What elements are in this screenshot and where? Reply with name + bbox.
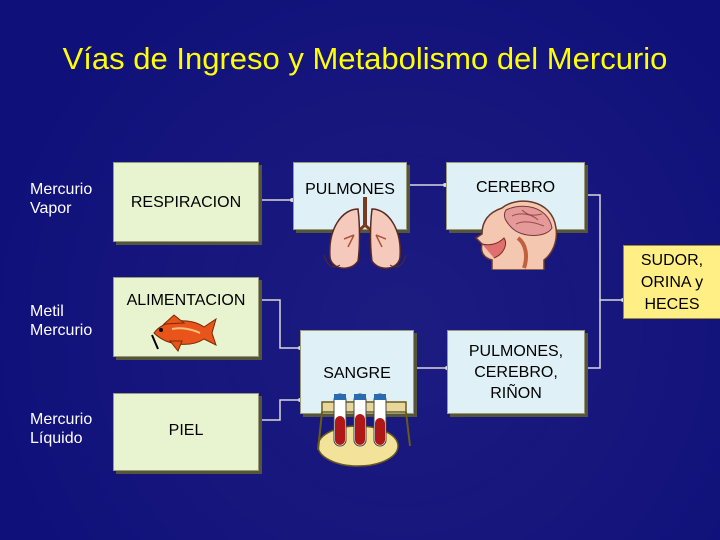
fish-icon bbox=[151, 314, 217, 352]
connector-alimentacion-sangre bbox=[258, 299, 300, 349]
respiracion-label: RESPIRACION bbox=[130, 194, 242, 211]
box-eliminacion: SUDOR, ORINA y HECES bbox=[623, 245, 720, 319]
pulmones-label: PULMONES bbox=[305, 181, 395, 198]
connector-organos-eliminacion bbox=[583, 300, 601, 369]
connector-piel-sangre bbox=[258, 399, 300, 421]
metil-mercurio-text: Metil Mercurio bbox=[30, 303, 93, 339]
piel-label: PIEL bbox=[168, 422, 204, 439]
test-tubes-icon bbox=[317, 393, 411, 467]
alimentacion-label: ALIMENTACION bbox=[126, 292, 246, 309]
eliminacion-label: SUDOR, ORINA y HECES bbox=[640, 252, 704, 313]
head-brain-icon bbox=[474, 200, 558, 270]
label-metil-mercurio: Metil Mercurio bbox=[30, 302, 110, 340]
box-respiracion: RESPIRACION bbox=[113, 162, 259, 242]
mercurio-vapor-text: Mercurio Vapor bbox=[30, 181, 93, 217]
cerebro-label: CEREBRO bbox=[475, 179, 556, 196]
pulmones-cerebro-rinon-text: PULMONES, CEREBRO, RIÑON bbox=[468, 343, 564, 402]
connector-cerebro-eliminacion bbox=[583, 194, 623, 301]
label-mercurio-liquido: Mercurio Líquido bbox=[30, 410, 110, 448]
box-pulmones-cerebro-rinon: PULMONES, CEREBRO, RIÑON bbox=[447, 330, 585, 414]
label-mercurio-vapor: Mercurio Vapor bbox=[30, 180, 110, 218]
box-piel: PIEL bbox=[113, 393, 259, 471]
sangre-label: SANGRE bbox=[323, 365, 391, 382]
mercurio-liquido-text: Mercurio Líquido bbox=[30, 411, 93, 447]
pulmones-cerebro-rinon-label: PULMONES, CEREBRO, RIÑON bbox=[468, 341, 564, 404]
lungs-icon bbox=[323, 197, 407, 269]
box-alimentacion: ALIMENTACION bbox=[113, 277, 259, 357]
slide-title: Vías de Ingreso y Metabolismo del Mercur… bbox=[62, 41, 668, 76]
